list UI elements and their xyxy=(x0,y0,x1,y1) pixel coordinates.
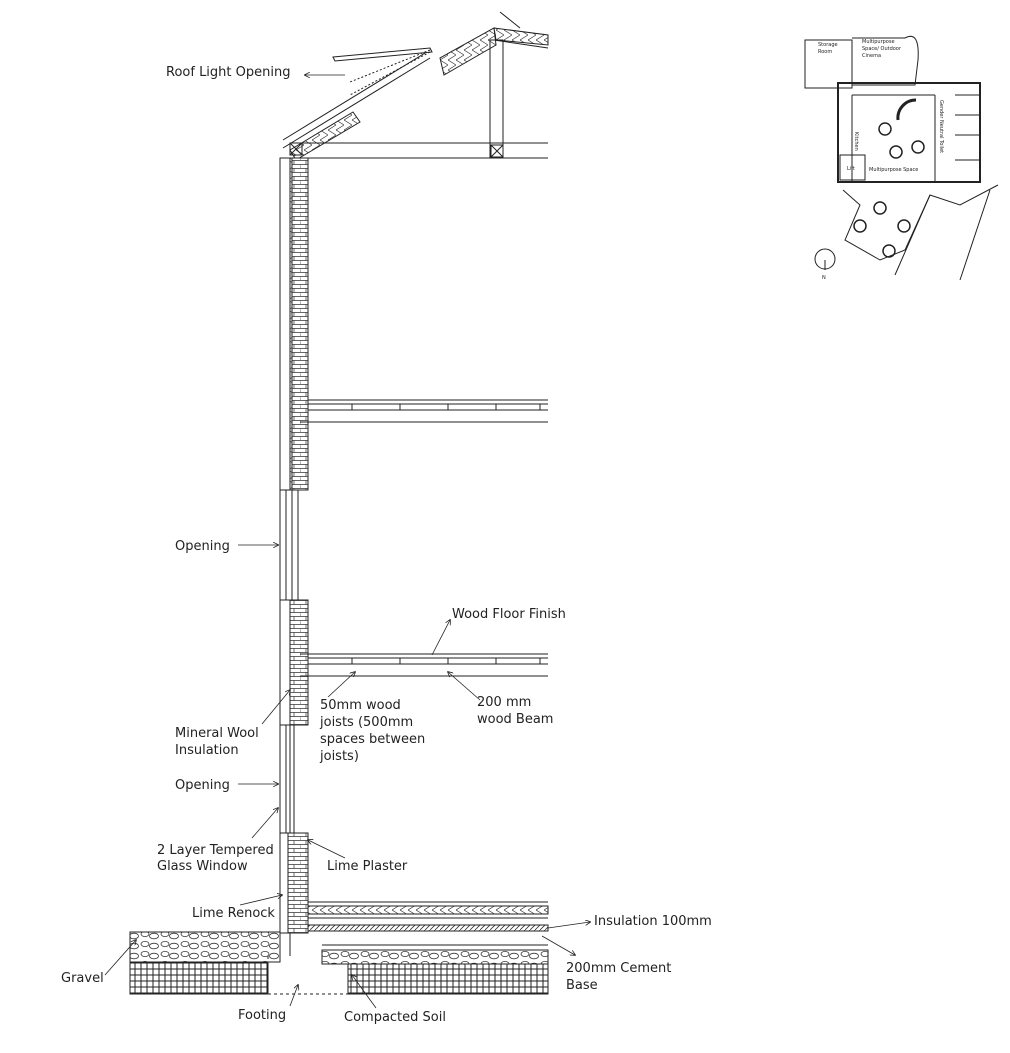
plan-outdoor-3: Cinema xyxy=(862,53,881,59)
label-cement-2: Base xyxy=(566,978,598,993)
plan-lift: Lift xyxy=(847,166,855,172)
middle-floor xyxy=(300,653,548,677)
plan-outdoor-2: Space/ Outdoor xyxy=(862,46,902,52)
window-upper xyxy=(279,489,299,601)
label-joists-4: joists) xyxy=(319,749,359,764)
plan-storage-2: Room xyxy=(818,49,832,55)
label-lime-plaster: Lime Plaster xyxy=(327,859,408,874)
label-lime-renock: Lime Renock xyxy=(192,906,275,921)
label-opening-upper: Opening xyxy=(175,539,230,554)
north-arrow-icon: N xyxy=(822,275,826,281)
label-beam-2: wood Beam xyxy=(477,712,553,727)
plan-storage-1: Storage xyxy=(818,42,838,48)
window-lower xyxy=(279,724,295,834)
roof xyxy=(282,11,549,161)
wall-middle xyxy=(279,599,309,726)
top-floor xyxy=(302,142,548,159)
ground-floor xyxy=(307,901,549,932)
label-footing: Footing xyxy=(238,1008,286,1023)
label-mineral-wool-1: Mineral Wool xyxy=(175,726,259,741)
label-roof-light: Roof Light Opening xyxy=(166,65,290,80)
wall-upper xyxy=(279,157,309,491)
label-opening-lower: Opening xyxy=(175,778,230,793)
label-insulation: Insulation 100mm xyxy=(594,914,712,929)
plan-multipurpose: Multipurpose Space xyxy=(869,167,918,173)
plan-kitchen: Kitchen xyxy=(853,132,859,151)
label-gravel: Gravel xyxy=(61,971,104,986)
plan-outdoor-1: Multipurpose xyxy=(862,39,895,45)
upper-floor xyxy=(300,399,548,423)
label-joists-1: 50mm wood xyxy=(320,698,401,713)
label-compacted-soil: Compacted Soil xyxy=(344,1010,446,1025)
label-cement-1: 200mm Cement xyxy=(566,961,671,976)
label-glass-1: 2 Layer Tempered xyxy=(157,843,274,858)
key-plan xyxy=(804,35,999,281)
label-joists-2: joists (500mm xyxy=(319,715,413,730)
label-joists-3: spaces between xyxy=(320,732,425,747)
label-mineral-wool-2: Insulation xyxy=(175,743,239,758)
label-wood-floor: Wood Floor Finish xyxy=(452,607,566,622)
label-glass-2: Glass Window xyxy=(157,859,248,874)
wall-lower xyxy=(279,832,309,934)
foundation xyxy=(129,931,549,995)
plan-toilet: Gender Neutral Toilet xyxy=(938,100,944,153)
label-beam-1: 200 mm xyxy=(477,695,531,710)
